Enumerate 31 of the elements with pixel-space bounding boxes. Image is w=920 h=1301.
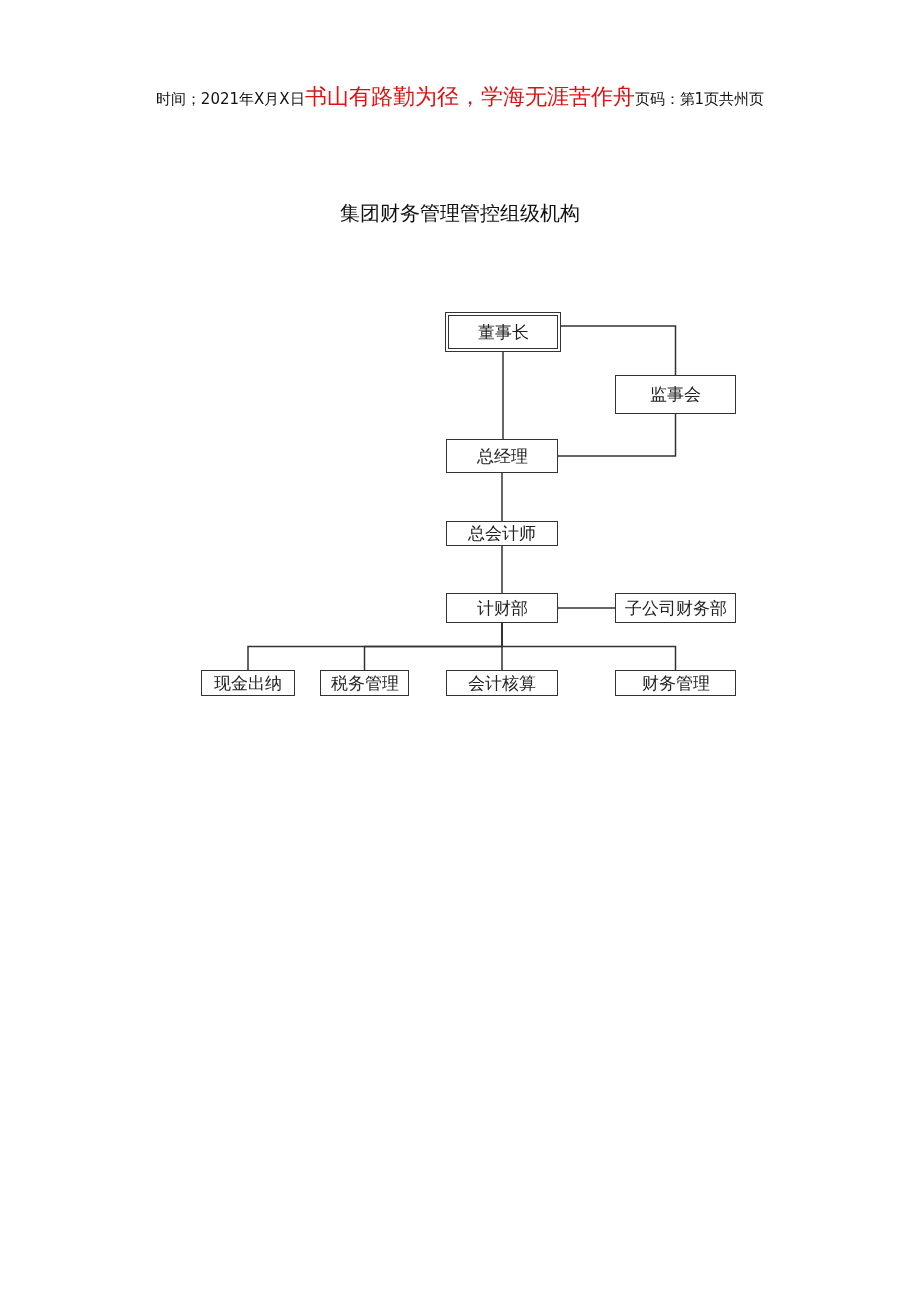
connector-line xyxy=(502,351,504,440)
org-box xyxy=(615,593,736,623)
box-label: 计财部 xyxy=(476,596,528,620)
header-text: 页码：第1页共州页 xyxy=(634,90,765,108)
org-box xyxy=(615,375,736,414)
box-label: 税务管理 xyxy=(330,671,399,695)
connector-line xyxy=(557,413,677,457)
box-label: 财务管理 xyxy=(641,671,710,695)
org-box xyxy=(445,312,561,352)
org-box xyxy=(446,439,558,473)
org-box xyxy=(201,670,295,696)
connector-line xyxy=(501,472,503,522)
org-box xyxy=(446,521,558,546)
box-label: 董事长 xyxy=(477,320,529,344)
box-label: 监事会 xyxy=(650,383,701,406)
box-label: 子公司财务部 xyxy=(624,596,727,620)
org-box xyxy=(446,593,558,623)
org-box xyxy=(615,670,736,696)
diagram-title: 集团财务管理管控组级机构 xyxy=(339,200,581,227)
box-label: 总会计师 xyxy=(468,522,536,545)
box-label: 总经理 xyxy=(476,444,528,468)
header-text: 书山有路勤为径，学海无涯苦作舟 xyxy=(304,84,635,109)
connector-line xyxy=(557,607,616,609)
org-box xyxy=(320,670,409,696)
box-label: 会计核算 xyxy=(468,671,536,695)
org-box xyxy=(446,670,558,696)
connector-line xyxy=(560,325,677,376)
connector-line xyxy=(501,545,503,594)
box-label: 现金出纳 xyxy=(214,671,282,695)
header-text: 时间；2021年X月X日 xyxy=(155,90,305,108)
connector-line xyxy=(501,622,677,671)
